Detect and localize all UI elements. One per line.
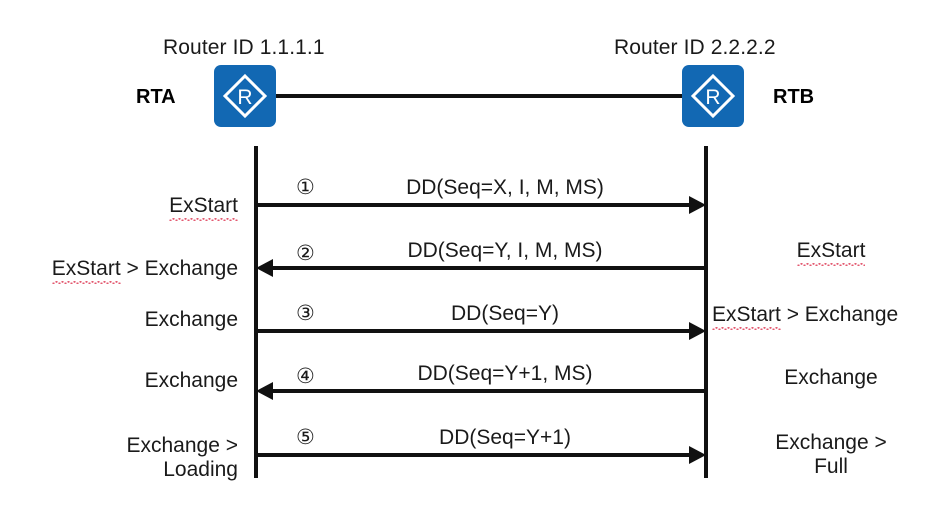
message-seq-4: ④ [296, 365, 315, 388]
message-line-4 [272, 389, 704, 393]
router-link-line [272, 94, 690, 98]
right-state-3: ExStart > Exchange [712, 303, 899, 330]
right-router-icon: R [682, 65, 744, 127]
message-seq-3: ③ [296, 302, 315, 325]
message-arrowhead-5 [689, 446, 706, 464]
message-line-3 [256, 329, 690, 333]
right-state-2: ExStart [796, 239, 866, 266]
left-router-id-label: Router ID 1.1.1.1 [163, 36, 325, 59]
left-lifeline [254, 146, 258, 478]
message-label-1: DD(Seq=X, I, M, MS) [406, 176, 604, 199]
message-arrowhead-2 [256, 259, 273, 277]
message-line-1 [256, 203, 690, 207]
message-arrowhead-4 [256, 382, 273, 400]
right-state-5: Exchange > Full [775, 431, 887, 478]
svg-text:R: R [705, 86, 720, 109]
message-label-4: DD(Seq=Y+1, MS) [417, 362, 593, 385]
right-lifeline [704, 146, 708, 478]
message-arrowhead-3 [689, 322, 706, 340]
message-label-2: DD(Seq=Y, I, M, MS) [407, 239, 603, 262]
right-router-name: RTB [773, 86, 815, 108]
message-seq-2: ② [296, 242, 315, 265]
right-router-id-label: Router ID 2.2.2.2 [614, 36, 776, 59]
left-state-1: ExStart [169, 194, 238, 221]
left-router-icon: R [214, 65, 276, 127]
svg-text:R: R [237, 86, 252, 109]
message-line-2 [272, 266, 704, 270]
message-seq-1: ① [296, 176, 315, 199]
left-state-3: Exchange [144, 308, 238, 331]
left-state-2: ExStart > Exchange [51, 257, 238, 284]
message-seq-5: ⑤ [296, 426, 315, 449]
left-router-name: RTA [136, 86, 176, 108]
left-state-4: Exchange [144, 369, 238, 392]
message-label-5: DD(Seq=Y+1) [439, 426, 571, 449]
left-state-5: Exchange > Loading [126, 434, 238, 481]
message-line-5 [256, 453, 690, 457]
message-arrowhead-1 [689, 196, 706, 214]
message-label-3: DD(Seq=Y) [451, 302, 559, 325]
right-state-4: Exchange [784, 366, 878, 389]
